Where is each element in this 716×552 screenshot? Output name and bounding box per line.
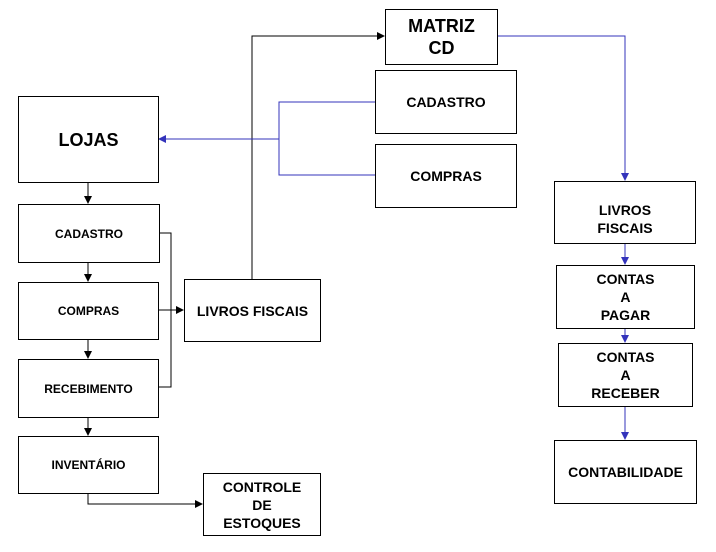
cd-livros-line-2: FISCAIS <box>597 219 653 236</box>
box-contas-pagar[interactable]: CONTAS A PAGAR <box>556 265 695 329</box>
bracket-matriz-to-lojas <box>278 101 375 176</box>
contas-receber-line-3: RECEBER <box>591 385 660 401</box>
controle-line-2: DE <box>252 496 272 513</box>
box-lojas-inventario[interactable]: INVENTÁRIO <box>18 436 159 494</box>
box-matriz-cadastro[interactable]: CADASTRO <box>375 70 517 134</box>
lojas-label: LOJAS <box>58 129 119 150</box>
link-inventario-to-controle <box>87 493 203 508</box>
lojas-recebimento-label: RECEBIMENTO <box>44 381 133 396</box>
controle-line-1: CONTROLE <box>222 478 302 495</box>
lojas-livros-fiscais-label: LIVROS FISCAIS <box>196 302 309 319</box>
contas-receber-line-2: A <box>620 367 631 383</box>
contas-pagar-line-3: PAGAR <box>600 307 651 323</box>
box-matriz-compras[interactable]: COMPRAS <box>375 144 517 208</box>
lojas-cadastro-label: CADASTRO <box>55 226 123 241</box>
lojas-inventario-label: INVENTÁRIO <box>51 458 126 472</box>
contabilidade-label: CONTABILIDADE <box>568 464 683 480</box>
matriz-compras-label: COMPRAS <box>410 168 482 184</box>
link-matriz-to-livros-fiscais <box>497 35 629 181</box>
matriz-line-2: CD <box>428 38 455 58</box>
controle-line-3: ESTOQUES <box>223 514 301 531</box>
matriz-line-1: MATRIZ <box>408 16 475 36</box>
box-lojas-compras[interactable]: COMPRAS <box>18 282 159 340</box>
box-lojas-recebimento[interactable]: RECEBIMENTO <box>18 359 159 418</box>
box-contas-receber[interactable]: CONTAS A RECEBER <box>558 343 693 407</box>
box-lojas[interactable]: LOJAS <box>18 96 159 183</box>
box-contabilidade[interactable]: CONTABILIDADE <box>554 440 697 504</box>
box-lojas-livros-fiscais[interactable]: LIVROS FISCAIS <box>184 279 321 342</box>
contas-pagar-line-1: CONTAS <box>596 271 655 287</box>
link-livros-fiscais-to-matriz <box>251 32 385 279</box>
box-lojas-cadastro[interactable]: CADASTRO <box>18 204 160 263</box>
lojas-compras-label: COMPRAS <box>57 304 120 318</box>
matriz-cadastro-label: CADASTRO <box>406 94 486 110</box>
contas-receber-line-1: CONTAS <box>596 349 655 365</box>
cd-livros-line-1: LIVROS <box>598 201 652 218</box>
contas-pagar-line-2: A <box>620 289 631 305</box>
